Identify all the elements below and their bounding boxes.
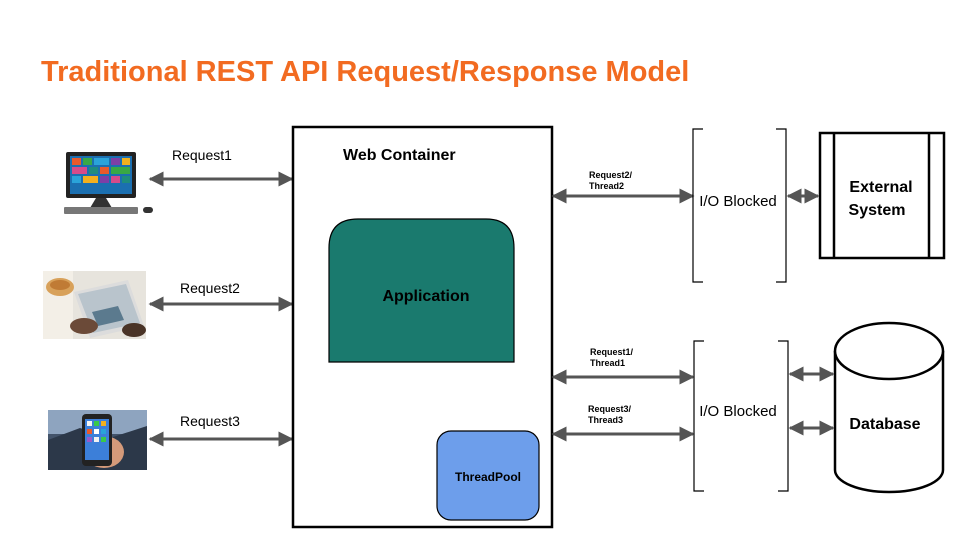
page-title: Traditional REST API Request/Response Mo… xyxy=(41,56,690,88)
threadpool-box xyxy=(436,430,540,521)
svg-text:Thread1: Thread1 xyxy=(590,358,625,368)
web-container-label: Web Container xyxy=(343,147,456,164)
external-system-label-line1: External xyxy=(849,179,912,196)
svg-text:Thread2: Thread2 xyxy=(589,181,624,191)
application-label: Application xyxy=(382,288,469,305)
io-blocked-bracket-top xyxy=(692,128,787,283)
io-blocked-label-bottom: I/O Blocked xyxy=(699,403,777,420)
application-box xyxy=(328,218,515,363)
request2-label: Request2 xyxy=(180,280,240,296)
database-cylinder-icon xyxy=(833,321,945,494)
tablet-icon xyxy=(43,271,146,339)
desktop-computer-icon xyxy=(64,152,153,214)
svg-text:Request1/: Request1/ xyxy=(590,347,634,357)
io-blocked-label-top: I/O Blocked xyxy=(699,193,777,210)
svg-text:Thread3: Thread3 xyxy=(588,415,623,425)
thread1-label: Request1/ Thread1 xyxy=(590,347,634,368)
threadpool-label: ThreadPool xyxy=(455,470,521,484)
svg-text:Request2/: Request2/ xyxy=(589,170,633,180)
external-system-label-line2: System xyxy=(849,202,906,219)
request3-label: Request3 xyxy=(180,413,240,429)
database-label: Database xyxy=(849,416,920,433)
svg-text:Request3/: Request3/ xyxy=(588,404,632,414)
smartphone-icon xyxy=(48,410,147,470)
thread2-label: Request2/ Thread2 xyxy=(589,170,633,191)
external-system-box xyxy=(818,131,946,260)
request1-label: Request1 xyxy=(172,147,232,163)
thread3-label: Request3/ Thread3 xyxy=(588,404,632,425)
io-blocked-bracket-bottom xyxy=(693,340,789,492)
